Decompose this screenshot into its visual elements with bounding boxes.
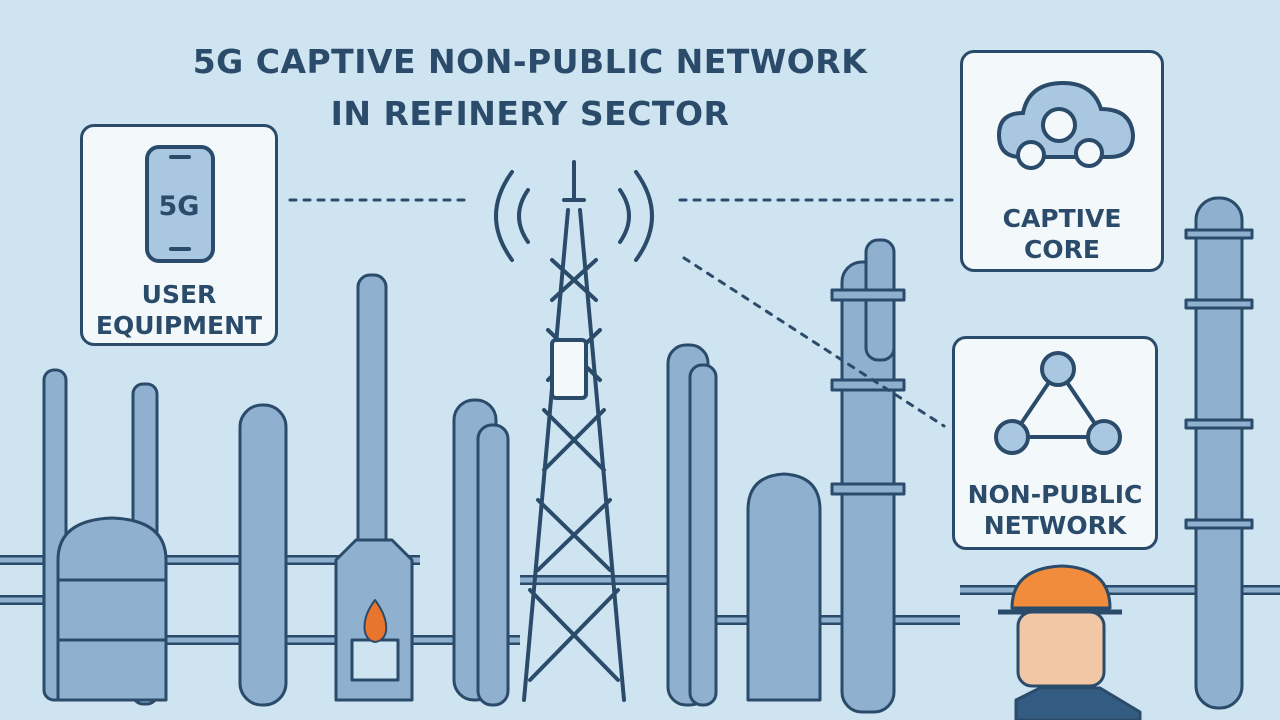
cloud-gears-icon — [996, 80, 1136, 170]
user-equipment-line-1: USER — [141, 280, 217, 309]
captive-core-label: CAPTIVE CORE — [963, 203, 1161, 265]
user-equipment-line-2: EQUIPMENT — [95, 311, 263, 340]
captive-core-line-1: CAPTIVE — [1002, 204, 1122, 233]
non-public-network-card: NON-PUBLIC NETWORK — [952, 336, 1158, 550]
gear-icon — [1074, 138, 1104, 168]
smartphone-icon — [145, 145, 215, 263]
non-public-network-label: NON-PUBLIC NETWORK — [955, 479, 1155, 541]
network-node — [1086, 419, 1122, 455]
user-equipment-card: 5G USER EQUIPMENT — [80, 124, 278, 346]
refinery-column — [476, 423, 510, 707]
network-links — [288, 198, 962, 428]
page-title: 5G CAPTIVE NON-PUBLIC NETWORK IN REFINER… — [130, 36, 930, 140]
user-equipment-label: USER EQUIPMENT — [83, 279, 275, 341]
captive-core-line-2: CORE — [1024, 235, 1100, 264]
network-triangle-icon — [994, 351, 1122, 455]
gear-icon — [1016, 140, 1046, 170]
title-line-1: 5G CAPTIVE NON-PUBLIC NETWORK — [192, 42, 868, 81]
non-public-network-line-1: NON-PUBLIC — [967, 480, 1143, 509]
storage-tank — [746, 472, 822, 702]
refinery-column — [356, 273, 388, 577]
network-node — [994, 419, 1030, 455]
storage-tank — [56, 516, 168, 702]
worker-figure — [998, 564, 1142, 720]
cell-tower-icon — [494, 160, 654, 702]
device-label: 5G — [158, 191, 200, 222]
non-public-network-line-2: NETWORK — [983, 511, 1127, 540]
gear-icon — [1041, 107, 1077, 143]
network-node — [1040, 351, 1076, 387]
title-line-2: IN REFINERY SECTOR — [330, 94, 730, 133]
refinery-column — [238, 403, 288, 707]
flame-icon — [363, 599, 388, 643]
captive-core-card: CAPTIVE CORE — [960, 50, 1164, 272]
refinery-column — [1194, 196, 1244, 710]
refinery-column — [688, 363, 718, 707]
